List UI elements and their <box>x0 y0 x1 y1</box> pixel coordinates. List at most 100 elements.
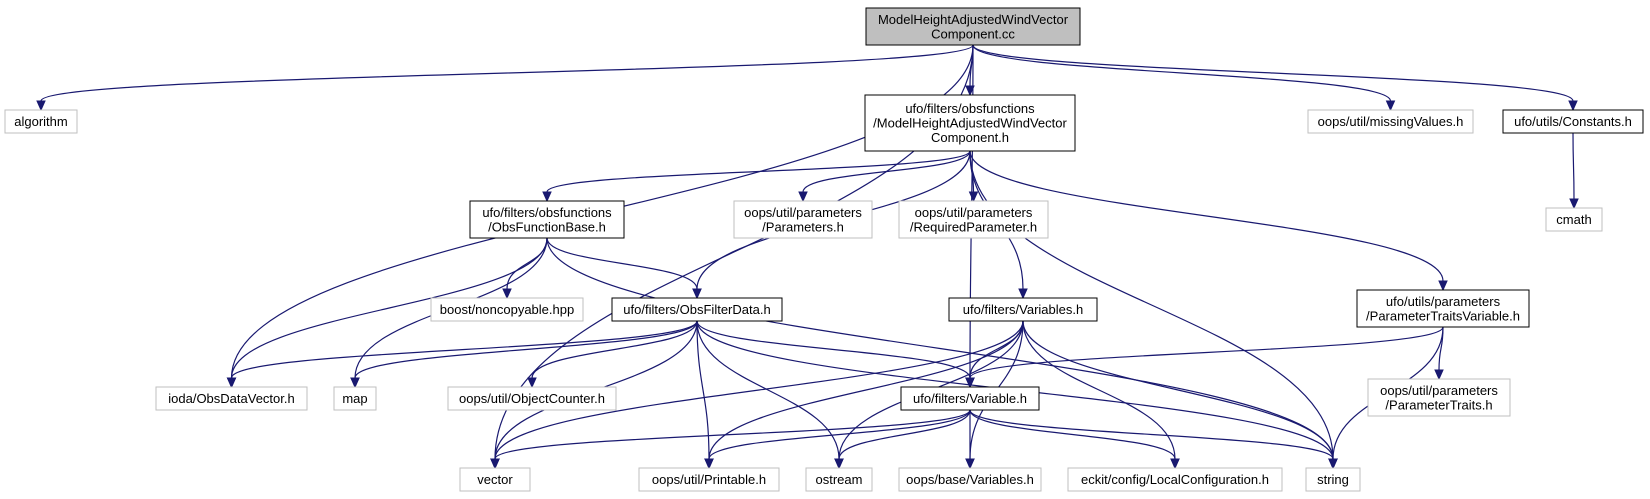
node-box <box>1305 467 1361 492</box>
node-label-line: string <box>1317 472 1349 487</box>
edge-line <box>802 150 971 193</box>
node-label-line: algorithm <box>14 114 67 129</box>
edge-root-to-constants <box>972 44 1578 112</box>
node-cmath[interactable]: cmath <box>1545 207 1603 232</box>
node-box <box>1367 378 1511 417</box>
edge-line <box>494 409 971 460</box>
edge-root-to-algorithm <box>36 44 974 112</box>
arrowhead <box>965 85 975 97</box>
node-label-line: eckit/config/LocalConfiguration.h <box>1081 472 1269 487</box>
node-parametersH[interactable]: oops/util/parameters/Parameters.h <box>733 200 873 239</box>
arrowhead <box>1170 458 1180 470</box>
node-box <box>459 467 531 492</box>
node-label-line: oops/util/missingValues.h <box>1318 114 1464 129</box>
node-vector[interactable]: vector <box>459 467 531 492</box>
node-label-line: ostream <box>816 472 863 487</box>
node-box <box>430 297 584 322</box>
edge-line <box>354 320 698 379</box>
node-label-line: /ModelHeightAdjustedWindVector <box>873 116 1067 131</box>
node-label-line: vector <box>477 472 513 487</box>
node-box <box>4 109 78 134</box>
node-objectCounter[interactable]: oops/util/ObjectCounter.h <box>447 386 617 411</box>
node-box <box>1545 207 1603 232</box>
node-label-line: /ParameterTraitsVariable.h <box>1366 308 1520 323</box>
node-missingValues[interactable]: oops/util/missingValues.h <box>1307 109 1474 134</box>
node-obsFilterData[interactable]: ufo/filters/ObsFilterData.h <box>611 297 783 322</box>
arrowhead <box>965 458 975 470</box>
node-obsFunctionBase[interactable]: ufo/filters/obsfunctions/ObsFunctionBase… <box>469 200 625 239</box>
node-box <box>805 467 873 492</box>
arrowhead <box>1018 288 1028 300</box>
nodes-layer: ModelHeightAdjustedWindVectorComponent.c… <box>4 7 1644 492</box>
node-filtersVariable[interactable]: ufo/filters/Variable.h <box>900 386 1040 411</box>
node-algorithm[interactable]: algorithm <box>4 109 78 134</box>
node-box <box>469 200 625 239</box>
node-box <box>447 386 617 411</box>
arrowhead <box>1569 198 1579 210</box>
node-box <box>898 200 1049 239</box>
node-label-line: oops/util/Printable.h <box>652 472 766 487</box>
node-box <box>638 467 780 492</box>
node-box <box>333 386 377 411</box>
node-map[interactable]: map <box>333 386 377 411</box>
edge-line <box>969 150 1444 282</box>
node-label-line: ufo/utils/Constants.h <box>1514 114 1632 129</box>
node-box <box>1356 289 1530 328</box>
node-constants[interactable]: ufo/utils/Constants.h <box>1502 109 1644 134</box>
edge-filtersVariables-to-localConfiguration <box>1022 320 1180 470</box>
node-ostream[interactable]: ostream <box>805 467 873 492</box>
node-oopsBaseVariables[interactable]: oops/base/Variables.h <box>898 467 1042 492</box>
node-mhawvcH[interactable]: ufo/filters/obsfunctions/ModelHeightAdju… <box>864 94 1076 152</box>
node-box <box>611 297 783 322</box>
node-box <box>948 297 1098 322</box>
edge-line <box>230 237 548 379</box>
node-filtersVariables[interactable]: ufo/filters/Variables.h <box>948 297 1098 322</box>
node-box <box>733 200 873 239</box>
node-string[interactable]: string <box>1305 467 1361 492</box>
node-root[interactable]: ModelHeightAdjustedWindVectorComponent.c… <box>865 7 1081 46</box>
node-label-line: ufo/filters/Variable.h <box>913 391 1027 406</box>
node-label-line: ufo/filters/obsfunctions <box>482 205 612 220</box>
edge-line <box>972 44 1574 102</box>
node-label-line: ufo/filters/obsfunctions <box>905 101 1035 116</box>
edge-line <box>969 409 1334 460</box>
edge-line <box>546 237 1334 460</box>
arrowhead <box>226 377 237 389</box>
node-label-line: boost/noncopyable.hpp <box>440 302 574 317</box>
node-box <box>1307 109 1474 134</box>
node-label-line: ufo/filters/ObsFilterData.h <box>623 302 770 317</box>
edge-root-to-missingValues <box>972 44 1396 112</box>
edge-filtersVariable-to-printable <box>704 409 971 470</box>
node-localConfiguration[interactable]: eckit/config/LocalConfiguration.h <box>1067 467 1283 492</box>
node-label-line: oops/util/parameters <box>744 205 862 220</box>
edge-obsFilterData-to-filtersVariable <box>696 320 975 389</box>
node-requiredParameter[interactable]: oops/util/parameters/RequiredParameter.h <box>898 200 1049 239</box>
edge-line <box>494 320 1024 460</box>
edge-mhawvcH-to-parametersH <box>798 150 971 203</box>
node-label-line: Component.cc <box>931 26 1015 41</box>
edge-line <box>696 320 710 460</box>
node-label-line: /ParameterTraits.h <box>1385 397 1492 412</box>
arrowhead <box>1434 369 1444 381</box>
edge-line <box>708 409 971 460</box>
edge-obsFilterData-to-map <box>350 320 698 389</box>
edge-line <box>40 44 974 102</box>
node-paramTraitsVariable[interactable]: ufo/utils/parameters/ParameterTraitsVari… <box>1356 289 1530 328</box>
node-box <box>864 94 1076 152</box>
node-label-line: cmath <box>1556 212 1591 227</box>
node-printable[interactable]: oops/util/Printable.h <box>638 467 780 492</box>
node-boostNoncopyable[interactable]: boost/noncopyable.hpp <box>430 297 584 322</box>
node-iodaObsDataVector[interactable]: ioda/ObsDataVector.h <box>155 386 308 411</box>
node-paramTraits[interactable]: oops/util/parameters/ParameterTraits.h <box>1367 378 1511 417</box>
node-box <box>898 467 1042 492</box>
node-label-line: oops/util/parameters <box>1380 383 1498 398</box>
node-label-line: ufo/utils/parameters <box>1386 294 1501 309</box>
node-label-line: /Parameters.h <box>762 219 844 234</box>
node-label-line: oops/util/ObjectCounter.h <box>459 391 605 406</box>
node-label-line: ufo/filters/Variables.h <box>963 302 1083 317</box>
node-label-line: map <box>342 391 367 406</box>
edge-obsFilterData-to-iodaObsDataVector <box>226 320 698 389</box>
edge-line <box>546 237 698 290</box>
edge-line <box>546 150 971 193</box>
node-box <box>1502 109 1644 134</box>
